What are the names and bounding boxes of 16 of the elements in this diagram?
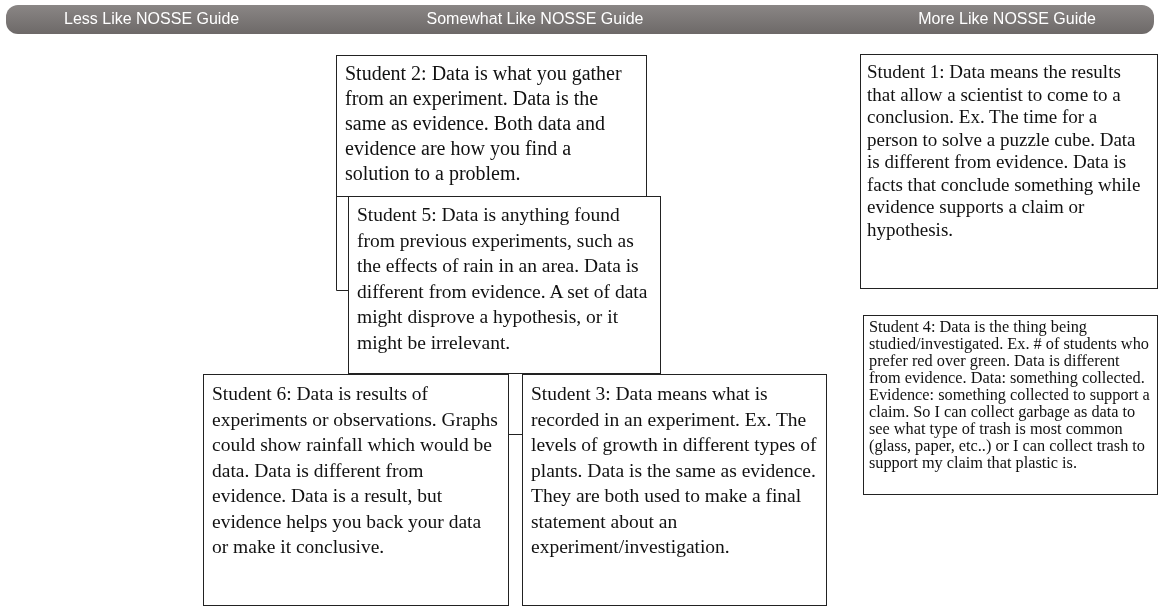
scale-label: Less Like NOSSE Guide bbox=[64, 10, 240, 28]
response-box bbox=[863, 315, 1158, 495]
connector-line bbox=[508, 434, 523, 435]
student-response: Student 5: Data is anything found from previous experiments, such as the effects of rain in an area. Data is different from evidence. A set of data might disprove a hypothesis, or it might be irrelevant. bbox=[357, 203, 649, 355]
student-response: Student 1: Data means the results that allow a scientist to come to a conclusion. Ex. The time for a person to solve a puzzle cube. Data is different from evidence. Data is facts that conclude something while evidence supports a claim or hypothesis. bbox=[867, 61, 1142, 241]
scale-label: Somewhat Like NOSSE Guide bbox=[426, 10, 644, 28]
scale-label: More Like NOSSE Guide bbox=[918, 10, 1096, 28]
response-box bbox=[860, 54, 1158, 289]
response-box bbox=[522, 374, 827, 606]
student-response: Student 6: Data is results of experiments or observations. Graphs could show rainfall which would be data. Data is different from evidence. Data is a result, but evidence helps you back your data or make it conclusive. bbox=[212, 382, 499, 559]
student-response: Student 4: Data is the thing being studied/investigated. Ex. # of students who prefer red over green. Data is different from evidence. Data: something collected. Evidence: something collected to support a claim. So I can collect garbage as data to see what type of trash is most common (glass, paper, etc..) or I can collect trash to support my claim that plastic is. bbox=[869, 318, 1151, 471]
response-box bbox=[203, 374, 509, 606]
response-box bbox=[336, 55, 647, 197]
student-response: Student 2: Data is what you gather from an experiment. Data is the same as evidence. Both data and evidence are how you find a solution to a problem. bbox=[345, 61, 623, 186]
response-box bbox=[348, 196, 661, 374]
student-response: Student 3: Data means what is recorded in an experiment. Ex. The levels of growth in different types of plants. Data is the same as evidence. They are both used to make a final statement about an experiment/investigation. bbox=[531, 382, 818, 559]
